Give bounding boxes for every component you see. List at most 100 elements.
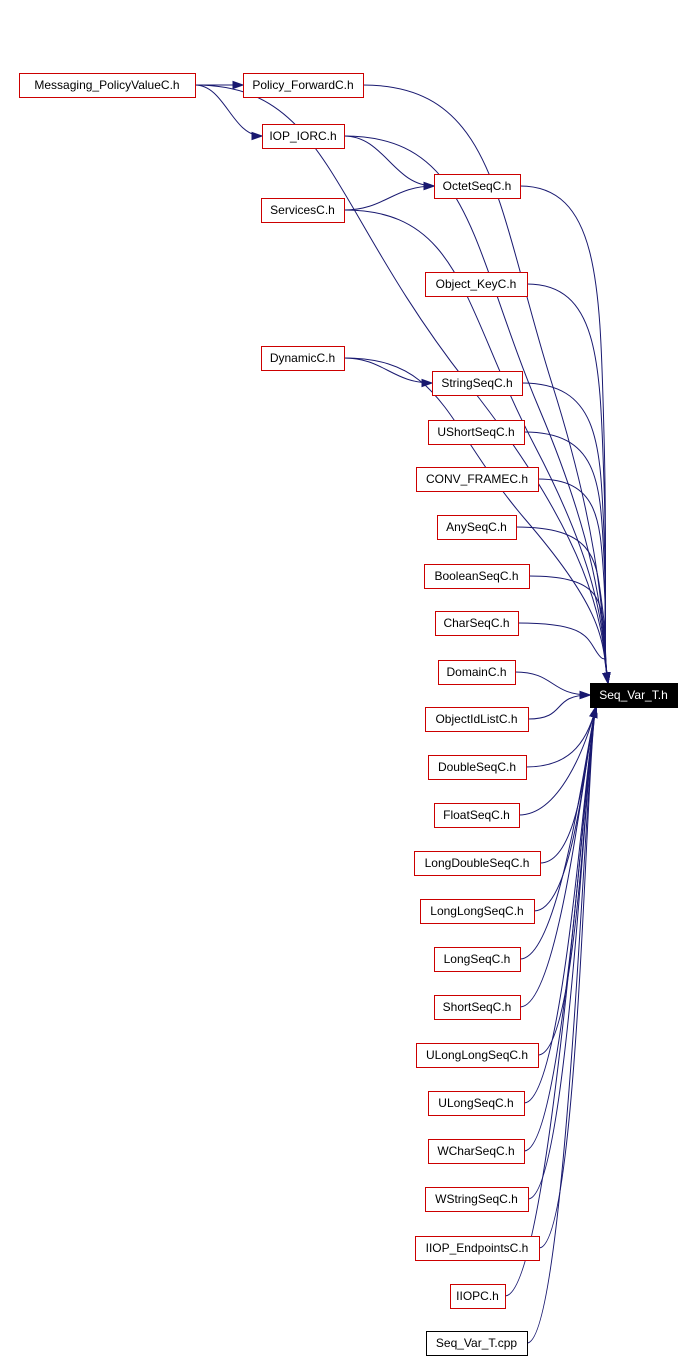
node-label: LongLongSeqC.h bbox=[430, 904, 523, 918]
node-label: LongSeqC.h bbox=[444, 952, 511, 966]
node-box[interactable] bbox=[261, 198, 345, 223]
node-box[interactable] bbox=[414, 851, 541, 876]
node-box[interactable] bbox=[261, 346, 345, 371]
node-box[interactable] bbox=[243, 73, 364, 98]
node-box[interactable] bbox=[428, 1139, 525, 1164]
node-longlongseqc-h[interactable]: LongLongSeqC.h bbox=[420, 899, 535, 924]
edge-floatseq-to-seq_var_h bbox=[518, 706, 597, 816]
node-box[interactable] bbox=[428, 1091, 525, 1116]
node-label: BooleanSeqC.h bbox=[434, 569, 518, 583]
node-object-keyc-h[interactable]: Object_KeyC.h bbox=[425, 272, 528, 297]
node-label: ULongSeqC.h bbox=[438, 1096, 513, 1110]
edges-layer bbox=[194, 80, 611, 1344]
edge-arrowhead bbox=[251, 131, 264, 141]
node-label: Object_KeyC.h bbox=[436, 277, 517, 291]
node-longseqc-h[interactable]: LongSeqC.h bbox=[434, 947, 521, 972]
edge-shortseq-to-seq_var_h bbox=[519, 706, 597, 1008]
node-conv-framec-h[interactable]: CONV_FRAMEC.h bbox=[416, 467, 539, 492]
node-wstringseqc-h[interactable]: WStringSeqC.h bbox=[425, 1187, 529, 1212]
node-ulongseqc-h[interactable]: ULongSeqC.h bbox=[428, 1091, 525, 1116]
edge-messaging-to-seq_var_h bbox=[194, 84, 609, 684]
node-label: ObjectIdListC.h bbox=[435, 712, 517, 726]
nodes-layer: Messaging_PolicyValueC.h Policy_ForwardC.… bbox=[19, 73, 678, 1356]
node-octetseqc-h[interactable]: OctetSeqC.h bbox=[434, 174, 521, 199]
node-label: LongDoubleSeqC.h bbox=[425, 856, 530, 870]
node-box bbox=[426, 1331, 528, 1356]
node-label: CONV_FRAMEC.h bbox=[426, 472, 528, 486]
node-ulonglongseqc-h[interactable]: ULongLongSeqC.h bbox=[416, 1043, 539, 1068]
node-box[interactable] bbox=[425, 272, 528, 297]
node-domainc-h[interactable]: DomainC.h bbox=[438, 660, 516, 685]
node-box[interactable] bbox=[416, 1043, 539, 1068]
node-label: ShortSeqC.h bbox=[443, 1000, 512, 1014]
node-box[interactable] bbox=[434, 803, 520, 828]
node-iiopc-h[interactable]: IIOPC.h bbox=[450, 1284, 506, 1309]
node-ushortseqc-h[interactable]: UShortSeqC.h bbox=[428, 420, 525, 445]
node-anyseqc-h[interactable]: AnySeqC.h bbox=[437, 515, 517, 540]
node-policy-forwardc-h[interactable]: Policy_ForwardC.h bbox=[243, 73, 364, 98]
edge-arrowhead bbox=[602, 671, 611, 685]
node-seq-var-t-h: Seq_Var_T.h bbox=[590, 683, 678, 708]
node-label: OctetSeqC.h bbox=[443, 179, 512, 193]
node-iop-iorc-h[interactable]: IOP_IORC.h bbox=[262, 124, 345, 149]
node-stringseqc-h[interactable]: StringSeqC.h bbox=[432, 371, 523, 396]
edge-iiopc-to-seq_var_h bbox=[504, 706, 597, 1297]
node-dynamicc-h[interactable]: DynamicC.h bbox=[261, 346, 345, 371]
edge-booleanseq-to-seq_var_h bbox=[528, 575, 609, 684]
node-doubleseqc-h[interactable]: DoubleSeqC.h bbox=[428, 755, 527, 780]
node-label: WCharSeqC.h bbox=[437, 1144, 514, 1158]
node-label: ServicesC.h bbox=[270, 203, 335, 217]
node-objectidlistc-h[interactable]: ObjectIdListC.h bbox=[425, 707, 529, 732]
edge-objectidlist-to-seq_var_h bbox=[527, 694, 591, 720]
node-box[interactable] bbox=[425, 1187, 529, 1212]
node-longdoubleseqc-h[interactable]: LongDoubleSeqC.h bbox=[414, 851, 541, 876]
node-box[interactable] bbox=[450, 1284, 506, 1309]
node-floatseqc-h[interactable]: FloatSeqC.h bbox=[434, 803, 520, 828]
node-charseqc-h[interactable]: CharSeqC.h bbox=[435, 611, 519, 636]
node-box[interactable] bbox=[435, 611, 519, 636]
node-label: Seq_Var_T.cpp bbox=[436, 1336, 517, 1350]
node-label: Seq_Var_T.h bbox=[599, 688, 668, 702]
node-label: AnySeqC.h bbox=[446, 520, 507, 534]
node-shortseqc-h[interactable]: ShortSeqC.h bbox=[434, 995, 521, 1020]
edge-domain-to-seq_var_h bbox=[514, 671, 591, 696]
node-iiop-endpointsc-h[interactable]: IIOP_EndpointsC.h bbox=[415, 1236, 540, 1261]
node-messaging-policyvaluec-h[interactable]: Messaging_PolicyValueC.h bbox=[19, 73, 196, 98]
node-servicesc-h[interactable]: ServicesC.h bbox=[261, 198, 345, 223]
edge-dynamic-to-seq_var_h bbox=[343, 357, 609, 684]
node-box[interactable] bbox=[428, 755, 527, 780]
node-box[interactable] bbox=[19, 73, 196, 98]
edge-arrowhead bbox=[589, 705, 598, 719]
node-box[interactable] bbox=[434, 947, 521, 972]
edge-wstringseq-to-seq_var_h bbox=[527, 706, 597, 1200]
node-label: FloatSeqC.h bbox=[443, 808, 510, 822]
edge-services-to-octetseq bbox=[343, 185, 435, 211]
node-box[interactable] bbox=[428, 420, 525, 445]
node-box[interactable] bbox=[434, 995, 521, 1020]
node-label: ULongLongSeqC.h bbox=[426, 1048, 528, 1062]
edge-arrowhead bbox=[423, 181, 436, 191]
node-box[interactable] bbox=[424, 564, 530, 589]
node-box[interactable] bbox=[416, 467, 539, 492]
node-box[interactable] bbox=[432, 371, 523, 396]
node-label: IIOP_EndpointsC.h bbox=[426, 1241, 529, 1255]
node-wcharseqc-h[interactable]: WCharSeqC.h bbox=[428, 1139, 525, 1164]
node-box[interactable] bbox=[420, 899, 535, 924]
edge-seq_var_cpp-to-seq_var_h bbox=[526, 706, 597, 1344]
edge-iop_iorc-to-octetseq bbox=[343, 135, 435, 187]
edge-doubleseq-to-seq_var_h bbox=[525, 706, 597, 768]
node-label: IIOPC.h bbox=[456, 1289, 499, 1303]
node-label: DoubleSeqC.h bbox=[438, 760, 516, 774]
edge-charseq-to-seq_var_h bbox=[517, 622, 609, 684]
node-box[interactable] bbox=[434, 174, 521, 199]
node-box[interactable] bbox=[438, 660, 516, 685]
node-box[interactable] bbox=[415, 1236, 540, 1261]
node-booleanseqc-h[interactable]: BooleanSeqC.h bbox=[424, 564, 530, 589]
node-box[interactable] bbox=[425, 707, 529, 732]
edge-arrowhead bbox=[232, 80, 245, 90]
edge-arrowhead bbox=[421, 378, 434, 388]
node-label: UShortSeqC.h bbox=[437, 425, 514, 439]
node-label: StringSeqC.h bbox=[441, 376, 512, 390]
node-box[interactable] bbox=[437, 515, 517, 540]
node-box[interactable] bbox=[262, 124, 345, 149]
